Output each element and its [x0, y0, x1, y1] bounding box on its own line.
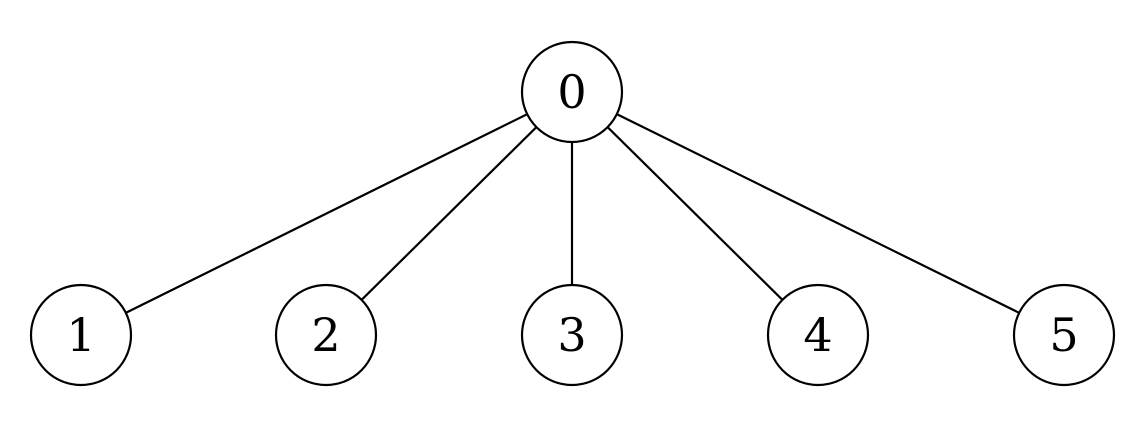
node-0-circle: [520, 40, 624, 144]
node-1-circle: [29, 283, 133, 387]
node-3-circle: [520, 283, 624, 387]
node-4: 4: [766, 283, 870, 387]
node-0-label: 0: [557, 65, 586, 119]
node-3: 3: [520, 283, 624, 387]
edge-0-2: [324, 90, 574, 337]
node-0: 0: [520, 40, 624, 144]
node-4-circle: [766, 283, 870, 387]
node-2: 2: [274, 283, 378, 387]
edge-0-1: [79, 90, 574, 337]
node-2-circle: [274, 283, 378, 387]
node-3-label: 3: [557, 308, 586, 362]
node-1: 1: [29, 283, 133, 387]
edge-0-4: [570, 90, 820, 337]
node-5: 5: [1012, 283, 1116, 387]
node-1-label: 1: [66, 308, 95, 362]
node-4-label: 4: [803, 308, 832, 362]
node-2-label: 2: [311, 308, 340, 362]
node-5-circle: [1012, 283, 1116, 387]
edge-0-5: [570, 90, 1066, 337]
node-5-label: 5: [1049, 308, 1078, 362]
